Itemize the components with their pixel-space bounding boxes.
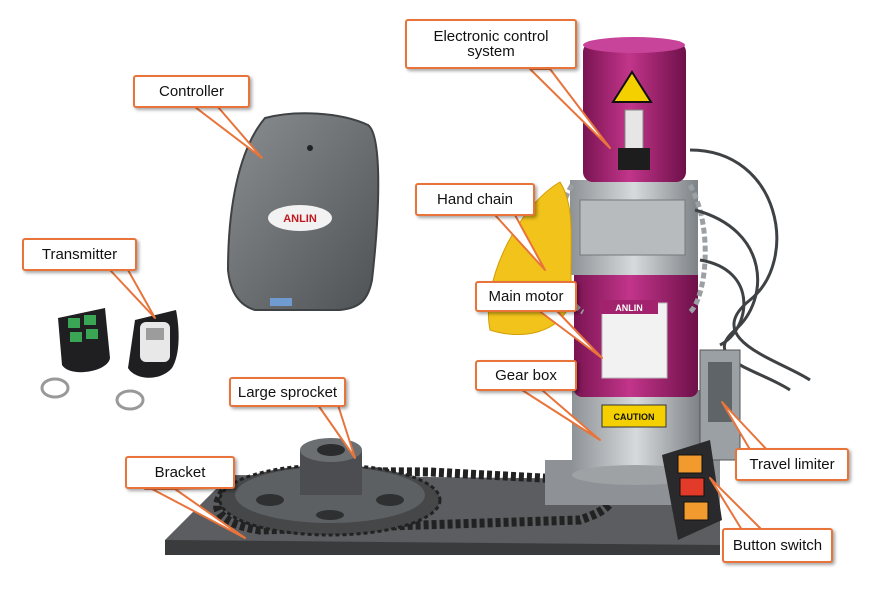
label-gear-box: Gear box: [475, 360, 577, 391]
button-switch-box: [662, 440, 722, 540]
clutch-housing: [570, 180, 698, 275]
transmitter-left: [40, 308, 110, 399]
controller-device: ANLIN: [226, 112, 380, 311]
cables: [689, 148, 811, 392]
warning-icon: [611, 70, 653, 103]
label-travel-limiter: Travel limiter: [735, 448, 849, 481]
label-main-motor: Main motor: [475, 281, 577, 312]
pointer-controller: [194, 106, 263, 159]
label-transmitter: Transmitter: [22, 238, 137, 271]
label-bracket: Bracket: [125, 456, 235, 489]
label-electronic-control-system: Electronic control system: [405, 19, 577, 69]
pointer-transmitter: [109, 269, 156, 319]
label-large-sprocket: Large sprocket: [229, 377, 346, 407]
electronic-control-body: [583, 37, 686, 182]
label-hand-chain: Hand chain: [415, 183, 535, 216]
large-sprocket: [218, 438, 442, 537]
pointer-electronic-control: [529, 68, 611, 149]
label-button-switch: Button switch: [722, 528, 833, 563]
caution-sticker-text: CAUTION: [614, 412, 655, 422]
controller-brand-text: ANLIN: [283, 213, 317, 225]
label-controller: Controller: [133, 75, 250, 108]
motor-brand-text: ANLIN: [615, 303, 643, 313]
main-motor-body: ANLIN CAUTION: [574, 262, 698, 428]
transmitter-right: [115, 310, 179, 411]
drive-chain: [213, 467, 615, 535]
